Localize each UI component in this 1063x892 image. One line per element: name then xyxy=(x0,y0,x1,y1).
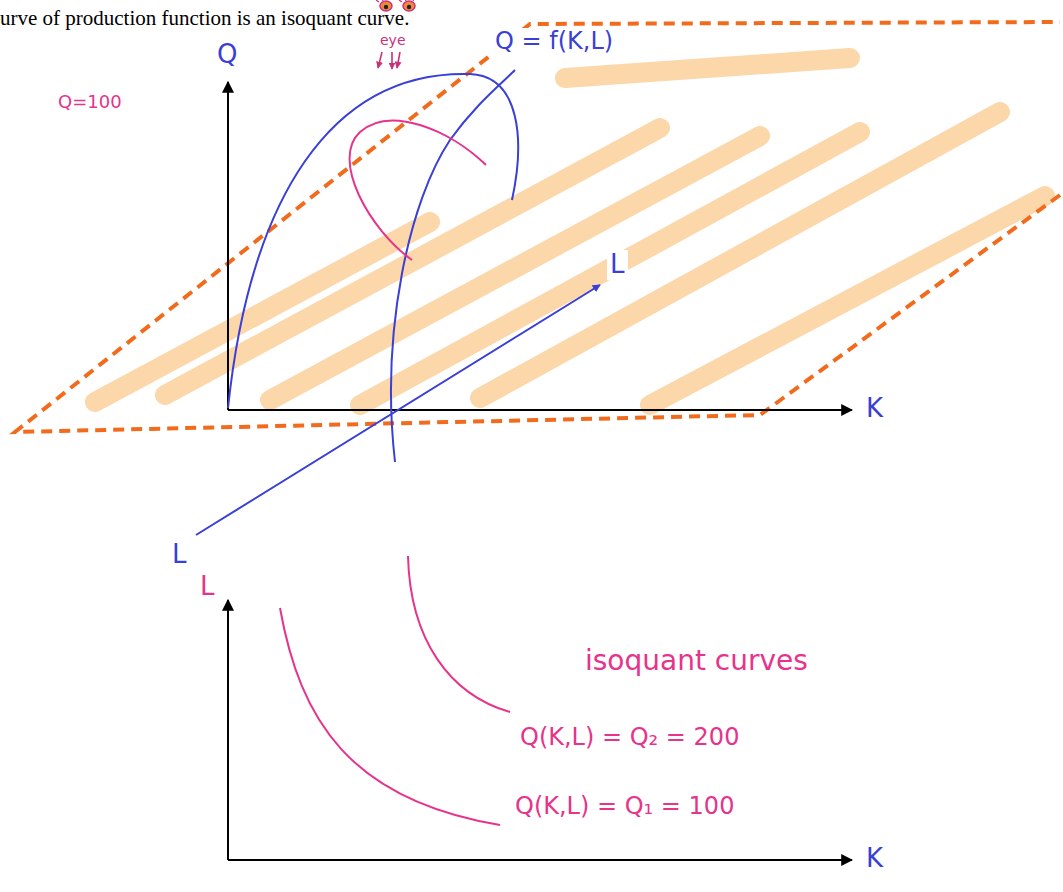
sight-arrow xyxy=(391,52,393,69)
axes-2d xyxy=(228,600,852,860)
sight-arrow xyxy=(378,52,382,68)
q-axis xyxy=(227,82,229,410)
axis-label: K xyxy=(866,394,883,424)
hatch-stripe xyxy=(565,58,850,78)
level-label: Q=100 xyxy=(58,92,122,113)
k-axis xyxy=(228,859,852,861)
function-label: Q = f(K,L) xyxy=(492,28,616,56)
hatch-stripe xyxy=(270,136,760,400)
production-plane xyxy=(15,22,1060,432)
isoquant-label: Q(K,L) = Q₂ = 200 xyxy=(520,724,739,752)
l-axis xyxy=(196,285,600,535)
l-axis xyxy=(227,600,229,860)
level-curve xyxy=(350,121,486,260)
eye-lashes xyxy=(376,0,414,2)
isoquant-curve xyxy=(280,608,500,825)
eye-note: eye xyxy=(380,32,406,48)
axis-label: L xyxy=(607,250,628,280)
surface-curve xyxy=(228,74,518,408)
sight-arrows xyxy=(378,52,400,69)
axis-label: L xyxy=(172,540,187,570)
isoquant-curve xyxy=(408,556,510,712)
plane-hatching xyxy=(95,58,1045,405)
axis-label: Q xyxy=(217,40,237,70)
axis-label: K xyxy=(866,844,883,874)
axis-label: L xyxy=(200,572,215,602)
isoquant-label: Q(K,L) = Q₁ = 100 xyxy=(515,793,734,821)
hatch-stripe xyxy=(95,222,430,402)
hatch-stripe xyxy=(165,128,660,395)
curve-title: isoquant curves xyxy=(585,645,808,677)
surface-curve xyxy=(391,70,515,462)
hatch-stripe xyxy=(650,196,1045,405)
axes-3d xyxy=(228,82,852,410)
heading-fragment: urve of production function is an isoqua… xyxy=(0,6,409,30)
k-axis xyxy=(228,409,852,411)
hatch-stripe xyxy=(360,132,860,405)
sight-arrow xyxy=(397,52,400,68)
